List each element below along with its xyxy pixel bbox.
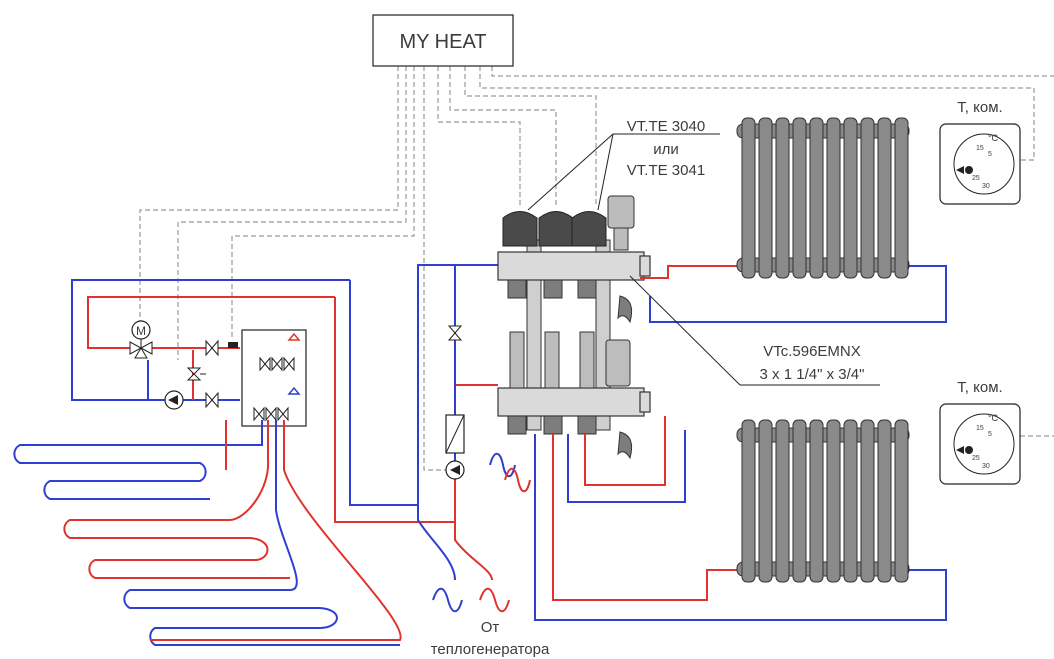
thermostat-top: T, ком. °C 15 25 5 30 [939,99,1021,205]
radiator-top [736,117,910,279]
thermostat-bottom: T, ком. °C 15 25 5 30 [939,379,1021,485]
manifold-callout-line2: 3 x 1 1/4" x 3/4" [760,366,865,383]
radiator-piping [534,265,947,621]
actuator-callout-line1: VT.TE 3040 [627,118,705,135]
mixing-unit-box [241,329,307,427]
valves-left [186,339,238,409]
source-label-line1: От [481,619,500,636]
source-label-line2: теплогенератора [431,641,550,658]
manifold-callout-line1: VTc.596EMNX [763,343,861,360]
thermostat-top-scale-2: 25 [972,175,980,182]
underfloor-loops [13,420,402,646]
thermostat-bottom-unit: °C [988,413,999,423]
thermostat-bottom-scale-1: 15 [976,425,984,432]
actuator-callout-line2: или [653,141,679,158]
center-hydraulics [445,265,531,493]
thermostat-top-scale-3: 5 [988,151,992,158]
thermostat-top-scale-1: 15 [976,145,984,152]
actuator-callout-line3: VT.TE 3041 [627,162,705,179]
controller-label: MY HEAT [399,31,486,53]
thermostat-bottom-label: T, ком. [957,379,1002,396]
manifold-assembly [497,195,651,460]
actuator-callout: VT.TE 3040 или VT.TE 3041 [527,118,720,211]
radiator-bottom [736,419,910,583]
thermostat-bottom-scale-2: 25 [972,455,980,462]
mixing-valve-motor: M [129,320,153,359]
thermostat-top-scale-4: 30 [982,183,990,190]
thermostat-top-unit: °C [988,133,999,143]
manifold-callout: VTc.596EMNX 3 x 1 1/4" x 3/4" [629,275,880,386]
control-wiring [139,66,1054,471]
controller-box: MY HEAT [372,14,514,67]
source-connection: От теплогенератора [417,505,550,658]
thermostat-bottom-scale-3: 5 [988,431,992,438]
motor-letter: M [136,324,146,338]
thermostat-bottom-scale-4: 30 [982,463,990,470]
pump-left [164,390,184,410]
thermostat-top-label: T, ком. [957,99,1002,116]
